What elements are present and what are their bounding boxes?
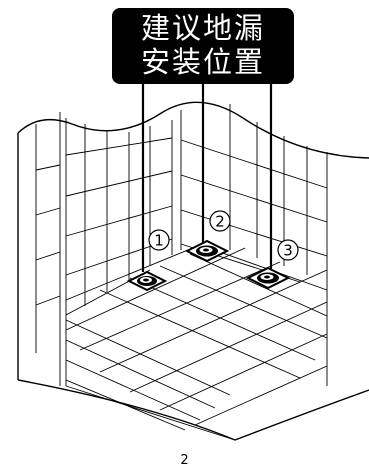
title-line-1: 建议地漏	[140, 11, 265, 45]
title-box: 建议地漏 安装位置	[112, 8, 294, 84]
callout-3: 3	[277, 239, 299, 261]
floor-drain-icon	[245, 266, 291, 290]
floor-drain-icon	[126, 270, 168, 292]
floor-tiles	[65, 244, 328, 441]
page-number: 2	[180, 453, 189, 468]
floor-drain-icon	[184, 239, 230, 263]
pointer-lines	[141, 84, 273, 272]
callout-3-label: 3	[283, 242, 293, 260]
room-outline	[17, 101, 369, 441]
left-wall-tiles	[35, 112, 173, 386]
callout-2-label: 2	[215, 213, 225, 231]
callout-1: 1	[148, 229, 170, 251]
callout-1-label: 1	[154, 232, 164, 250]
callout-2: 2	[209, 210, 231, 232]
title-line-2: 安装位置	[140, 45, 265, 79]
